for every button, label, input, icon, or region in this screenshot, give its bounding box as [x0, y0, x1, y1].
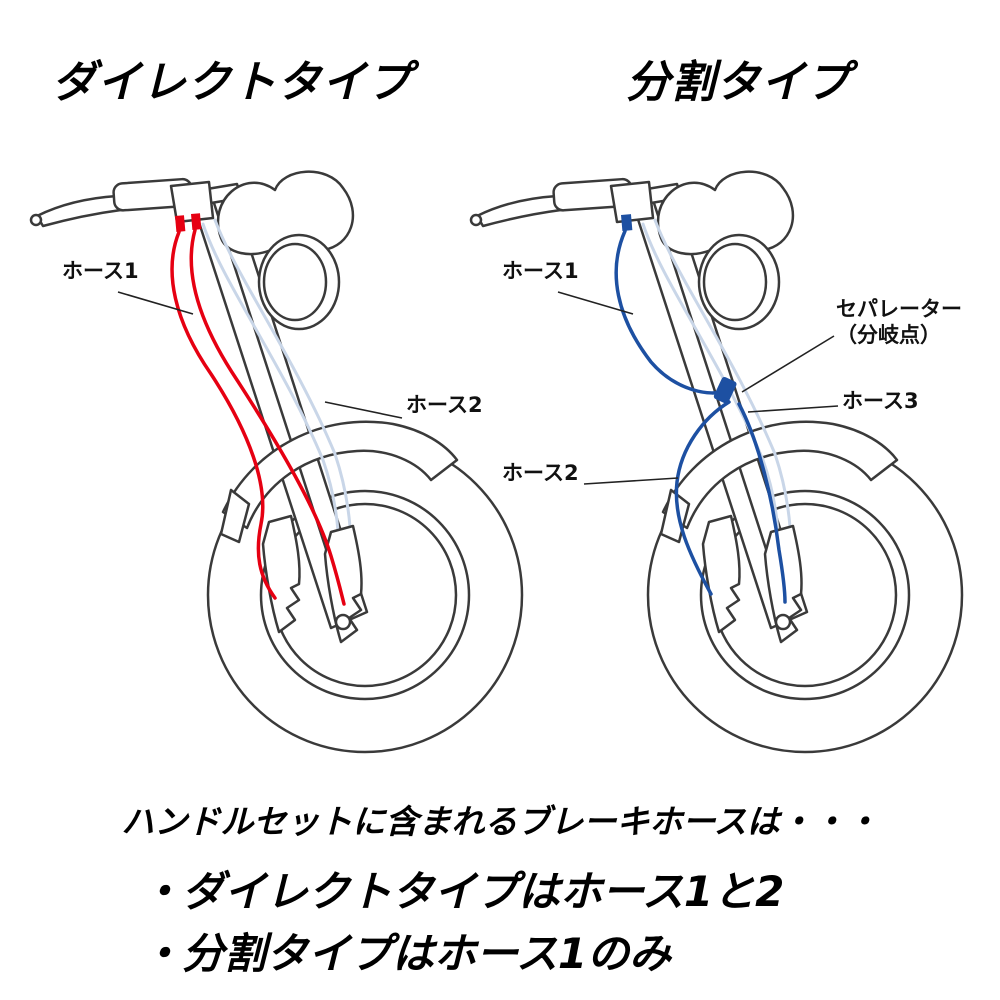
separator-junction: [713, 376, 737, 404]
direct-hose1-path: [170, 230, 277, 600]
direct-hose2-connector: [191, 213, 202, 230]
label-split-hose2: ホース2: [502, 461, 579, 485]
split-type-title: 分割タイプ: [626, 57, 851, 108]
label-direct-hose2: ホース2: [406, 393, 483, 417]
split-hose1-path: [614, 229, 729, 395]
direct-hose2-path: [189, 228, 346, 606]
leader-split-hose2: [583, 477, 679, 485]
footer-bullet-direct: ・ダイレクトタイプはホース1と2: [140, 867, 785, 916]
label-separator-line2: （分岐点）: [836, 323, 941, 348]
direct-type-title: ダイレクトタイプ: [52, 57, 412, 108]
label-split-hose1: ホース1: [502, 259, 579, 283]
direct-hose1-connector: [175, 215, 186, 232]
label-split-hose3: ホース3: [842, 389, 919, 413]
label-separator-line1: セパレーター: [836, 297, 962, 321]
direct-bike-diagram: [29, 170, 524, 754]
label-separator: セパレーター （分岐点）: [836, 296, 962, 349]
footer-intro-text: ハンドルセットに含まれるブレーキホースは・・・: [121, 802, 879, 841]
leader-split-hose1: [557, 291, 634, 315]
direct-hoses: [170, 213, 346, 606]
split-bike-diagram: [469, 170, 964, 754]
split-hose2-path: [674, 400, 731, 596]
leader-separator: [741, 335, 835, 393]
footer-bullet-split: ・分割タイプはホース1のみ: [140, 929, 672, 978]
label-direct-hose1: ホース1: [62, 259, 139, 283]
leader-direct-hose2: [324, 401, 403, 419]
leader-direct-hose1: [117, 291, 194, 315]
leader-lines: [117, 291, 839, 485]
split-hose1-connector: [621, 214, 633, 231]
split-hose3-path: [737, 402, 787, 604]
split-hoses: [614, 214, 787, 604]
leader-split-hose3: [747, 405, 839, 413]
